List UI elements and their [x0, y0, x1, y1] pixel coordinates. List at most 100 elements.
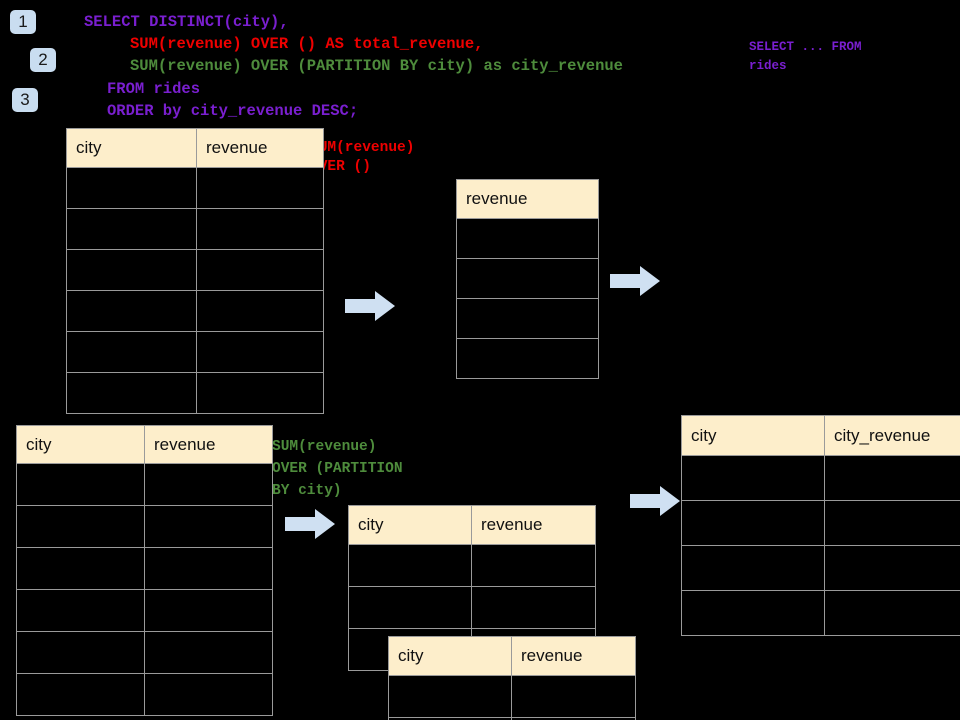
total-revenue-table: revenue: [456, 179, 599, 379]
table-row: [456, 218, 599, 259]
table-header-row: city revenue: [388, 636, 636, 676]
cell-revenue: [144, 631, 273, 674]
cell-revenue: [196, 167, 324, 209]
step-badge-3: 3: [12, 88, 38, 112]
cell-revenue: [456, 298, 599, 339]
cell-city-revenue: [824, 545, 960, 591]
table-row: [66, 249, 324, 291]
annotation-select-from-rides: SELECT ... FROM rides: [749, 40, 862, 73]
table-row: [681, 545, 960, 591]
cell-revenue: [196, 290, 324, 332]
cell-revenue: [456, 258, 599, 299]
cell-city: [348, 586, 472, 629]
column-header-city-revenue: city_revenue: [824, 415, 960, 456]
table-row: [456, 338, 599, 379]
table-row: [66, 290, 324, 332]
cell-revenue: [196, 249, 324, 291]
cell-city: [66, 331, 197, 373]
cell-revenue: [456, 338, 599, 379]
table-row: [681, 455, 960, 501]
table-row: [66, 167, 324, 209]
cell-city: [681, 545, 825, 591]
partition-group-table-b: city revenue: [388, 636, 636, 720]
cell-revenue: [196, 372, 324, 414]
cell-revenue: [144, 505, 273, 548]
table-row: [348, 544, 596, 587]
sql-line-select-distinct: SELECT DISTINCT(city),: [84, 13, 289, 31]
table-row: [16, 547, 273, 590]
table-row: [456, 258, 599, 299]
sql-line-from-rides: FROM rides: [107, 80, 201, 98]
column-header-city: city: [16, 425, 145, 464]
table-row: [66, 372, 324, 414]
cell-city: [66, 208, 197, 250]
column-header-city: city: [66, 128, 197, 168]
annotation-sum-over-partition: SUM(revenue) OVER (PARTITION BY city): [272, 439, 403, 499]
cell-revenue: [456, 218, 599, 259]
table-row: [681, 590, 960, 636]
table-row: [456, 298, 599, 339]
column-header-revenue: revenue: [196, 128, 324, 168]
cell-revenue: [144, 673, 273, 716]
annotation-sum-over-empty: SUM(revenue) OVER (): [310, 140, 415, 175]
table-body: [66, 167, 324, 414]
step-badge-2: 2: [30, 48, 56, 72]
cell-city: [66, 249, 197, 291]
table-header-row: city revenue: [16, 425, 273, 464]
cell-city: [16, 673, 145, 716]
arrow-source-to-total-icon: [345, 291, 395, 321]
cell-revenue: [471, 586, 596, 629]
cell-city-revenue: [824, 590, 960, 636]
sql-line-sum-over-partition: SUM(revenue) OVER (PARTITION BY city) as…: [130, 57, 623, 75]
column-header-city: city: [681, 415, 825, 456]
cell-city: [66, 290, 197, 332]
cell-revenue: [144, 589, 273, 632]
cell-city: [681, 590, 825, 636]
table-header-row: city city_revenue: [681, 415, 960, 456]
cell-city: [16, 589, 145, 632]
table-row: [16, 463, 273, 506]
arrow-source-to-partition-icon: [285, 509, 335, 539]
table-row: [66, 331, 324, 373]
cell-revenue: [144, 547, 273, 590]
table-row: [681, 500, 960, 546]
cell-city: [388, 675, 512, 718]
cell-city: [66, 167, 197, 209]
table-header-row: revenue: [456, 179, 599, 219]
column-header-revenue: revenue: [511, 636, 636, 676]
city-revenue-result-table: city city_revenue: [681, 415, 960, 636]
table-row: [16, 505, 273, 548]
arrow-partition-to-result-icon: [630, 486, 680, 516]
table-row: [16, 589, 273, 632]
rides-source-table-bottom: city revenue: [16, 425, 273, 716]
table-header-row: city revenue: [348, 505, 596, 545]
table-row: [388, 717, 636, 720]
column-header-revenue: revenue: [456, 179, 599, 219]
cell-city: [681, 500, 825, 546]
cell-city-revenue: [824, 500, 960, 546]
sql-line-order-by: ORDER by city_revenue DESC;: [107, 102, 359, 120]
cell-city: [16, 505, 145, 548]
column-header-revenue: revenue: [144, 425, 273, 464]
arrow-total-to-result-icon: [610, 266, 660, 296]
cell-city: [348, 544, 472, 587]
cell-revenue: [196, 331, 324, 373]
cell-revenue: [196, 208, 324, 250]
table-body: [456, 218, 599, 379]
cell-city: [16, 631, 145, 674]
table-row: [348, 586, 596, 629]
cell-city: [16, 547, 145, 590]
table-body: [16, 463, 273, 716]
table-row: [66, 208, 324, 250]
cell-city: [66, 372, 197, 414]
table-header-row: city revenue: [66, 128, 324, 168]
cell-revenue: [511, 717, 636, 720]
column-header-revenue: revenue: [471, 505, 596, 545]
column-header-city: city: [348, 505, 472, 545]
step-badge-1: 1: [10, 10, 36, 34]
table-body: [681, 455, 960, 636]
cell-city: [681, 455, 825, 501]
table-row: [16, 631, 273, 674]
cell-revenue: [144, 463, 273, 506]
